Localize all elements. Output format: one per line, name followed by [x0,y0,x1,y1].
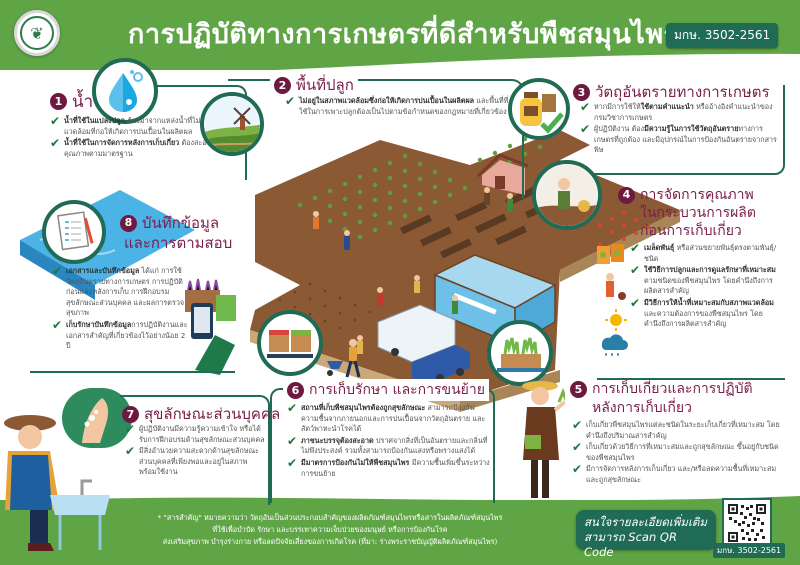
farmer-with-herbs-illustration [522,381,565,498]
check-icon: ✔ [52,264,63,278]
check-icon: ✔ [572,462,583,477]
section-1-number: 1 [50,93,67,110]
qr-standard-badge: มกษ. 3502-2561 [713,543,786,558]
list-item: ✔หากมีการใช้ให้ใช้ตามคำแนะนำ หรืออ้างอิง… [580,100,773,122]
storage-crate-icon [267,330,313,358]
farmland-windmill-icon [204,96,260,152]
section-5-number: 5 [570,381,587,398]
section-4-items: ✔เมล็ดพันธุ์ หรือส่วนขยายพันธุ์ตรงตามพัน… [630,241,780,331]
list-item: ✔ใช้วิธีการปลูกและการดูแลรักษาที่เหมาะสม… [630,263,776,296]
list-item: ✔เมล็ดพันธุ์ หรือส่วนขยายพันธุ์ตรงตามพัน… [630,241,777,263]
section-2-number: 2 [274,76,291,94]
harvest-icon-circle [487,320,553,386]
chemical-icon-circle [508,78,570,140]
records-section-divider [30,371,235,373]
seal-emblem-icon: ❦ [20,16,54,50]
section-6-title: 6 การเก็บรักษา และการขนย้าย [283,379,489,401]
list-item: ✔มีการจัดการหลังการเก็บเกี่ยว และ/หรือลด… [572,462,777,484]
farmland-icon-circle [200,92,264,156]
section-7-number: 7 [122,405,139,423]
check-icon: ✔ [630,295,641,310]
preharvest-section-frame [597,185,785,380]
qr-callout: สนใจรายละเอียดเพิ่มเติม สามารถ Scan QR C… [576,510,716,559]
notebook-icon-circle [42,200,106,264]
check-icon: ✔ [285,94,296,108]
section-1-items: ✔น้ำที่ใช้ในแปลงปลูก ต้องมาจากแหล่งน้ำที… [50,114,240,160]
check-icon: ✔ [580,122,591,137]
list-item: ✔มีวิธีการให้น้ำที่เหมาะสมกับสภาพแวดล้อม… [630,295,774,329]
hazard-section-frame [565,85,785,175]
check-icon: ✔ [52,317,63,332]
water-icon-circle [92,58,158,124]
section-2-items: ✔ไม่อยู่ในสภาพแวดล้อมซึ่งก่อให้เกิดการปน… [285,94,515,118]
seed-packet-icon [597,244,624,264]
section-5-items: ✔เก็บเกี่ยวพืชสมุนไพรแต่ละชนิดในระยะเก็บ… [572,418,787,487]
qr-code[interactable] [722,498,772,548]
section-7-items: ✔ผู้ปฏิบัติงานมีความรู้ความเข้าใจ หรือได… [125,422,265,479]
farmer-icon-circle [532,160,602,230]
check-icon: ✔ [125,422,136,436]
list-item: ✔เก็บเกี่ยวพืชสมุนไพรแต่ละชนิดในระยะเก็บ… [572,418,780,440]
check-icon: ✔ [630,241,641,255]
checklist-notebook-icon [57,211,94,251]
footnote: * "สารสำคัญ" หมายความว่า วัตถุอันเป็นส่ว… [157,513,503,546]
section-3-number: 3 [573,83,590,101]
section-3-items: ✔หากมีการใช้ให้ใช้ตามคำแนะนำ หรืออ้างอิง… [580,100,780,157]
section-6-items: ✔สถานที่เก็บพืชสมุนไพรต้องถูกสุขลักษณะ ส… [287,401,492,480]
watering-gardener-icon [606,273,626,300]
list-item: ✔ภาชนะบรรจุต้องสะอาด ปราศจากสิ่งที่เป็นอ… [287,433,488,456]
farmer-icon [536,164,598,226]
list-item: ✔เก็บรักษาบันทึกข้อมูลการปฏิบัติงานและเอ… [52,317,188,351]
standard-badge: มกษ. 3502-2561 [666,23,779,48]
harvest-crate-icon [497,337,545,372]
check-icon: ✔ [287,401,298,415]
check-icon: ✔ [580,100,591,114]
check-icon: ✔ [630,263,641,278]
page-title: การปฏิบัติทางการเกษตรที่ดีสำหรับพืชสมุนไ… [128,19,679,50]
qr-code-icon [728,504,766,542]
section-6-number: 6 [287,381,304,399]
section-1-title: 1 น้ำ [50,88,93,115]
check-icon: ✔ [572,440,583,455]
storage-icon-circle [257,310,323,376]
list-item: ✔มีมาตรการป้องกันไม่ให้พืชสมุนไพร มีความ… [287,455,490,478]
check-icon: ✔ [125,444,136,459]
list-item: ✔เก็บเกี่ยวด้วยวิธีการที่เหมาะสมและถูกสุ… [572,440,779,462]
section-7-title: 7 สุขลักษณะส่วนบุคคล [122,402,280,426]
check-icon: ✔ [50,136,61,151]
hand-washing-icon [82,398,109,443]
list-item: ✔ไม่อยู่ในสภาพแวดล้อมซึ่งก่อให้เกิดการปน… [285,94,509,116]
list-item: ✔น้ำที่ใช้ในแปลงปลูก ต้องมาจากแหล่งน้ำที… [50,114,236,136]
check-icon: ✔ [572,418,583,432]
planting-section-frame [228,79,524,199]
list-item: ✔สถานที่เก็บพืชสมุนไพรต้องถูกสุขลักษณะ ส… [287,401,486,434]
water-drop-icon [109,70,143,112]
hygiene-section-frame [120,395,270,505]
footer-wave [0,496,800,510]
section-4-number: 4 [618,186,635,204]
chemical-bottle-icon [520,92,564,134]
list-item: ✔ผู้ปฏิบัติงานมีความรู้ความเข้าใจ หรือได… [125,422,265,444]
section-8-items: ✔เอกสารและบันทึกข้อมูล ได้แก่ การใช้วัตถ… [52,264,192,353]
header-wave [0,53,800,92]
agency-seal-logo: ❦ [14,10,60,56]
section-8-number: 8 [120,214,137,232]
section-3-title: 3 วัตถุอันตรายทางการเกษตร [573,80,770,104]
check-icon: ✔ [50,114,61,128]
list-item: ✔เอกสารและบันทึกข้อมูล ได้แก่ การใช้วัตถ… [52,264,185,318]
list-item: ✔ผู้ปฏิบัติงาน ต้องมีความรู้ในการใช้วัตถ… [580,122,777,155]
worker-at-sink-illustration [4,415,110,551]
section-2-title: 2 พื้นที่ปลูก [270,73,358,97]
list-item: ✔มีสิ่งอำนวยความสะดวกด้านสุขลักษณะส่วนบุ… [125,444,260,477]
check-icon: ✔ [287,455,298,470]
sun-rain-icon [601,309,628,356]
wheelbarrow-worker-icon [327,339,361,378]
list-item: ✔น้ำที่ใช้ในการจัดการหลังการเก็บเกี่ยว ต… [50,136,223,158]
check-icon: ✔ [287,433,298,448]
